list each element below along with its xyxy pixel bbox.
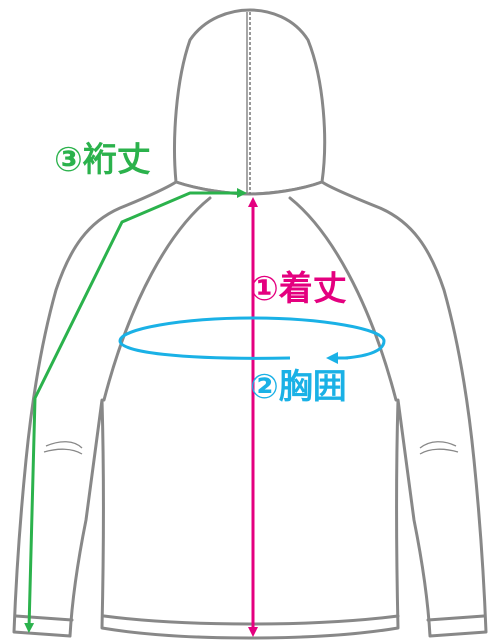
length-label: ①着丈 [250,269,347,309]
bent-double-arrow-icon [24,188,247,633]
right-cuff-seam [426,614,486,622]
chest-label: ②胸囲 [250,367,347,407]
body [12,180,488,640]
circular-arrow-icon [118,316,386,364]
sleeve-label: ③裄丈 [54,140,151,180]
right-raglan-seam [288,196,398,402]
